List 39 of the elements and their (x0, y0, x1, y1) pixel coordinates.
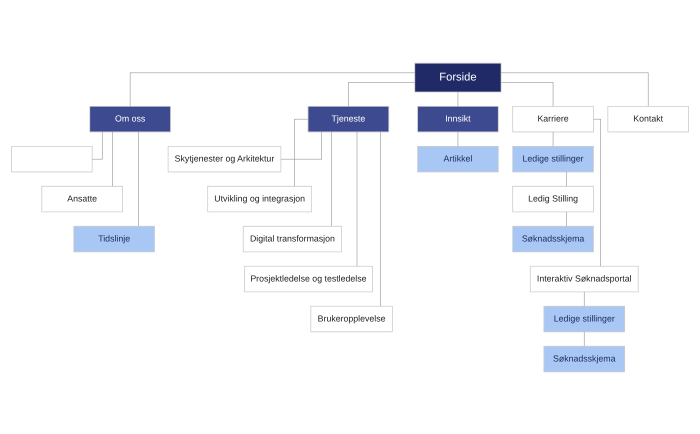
connector (92, 131, 103, 159)
node-box: Tidslinje (73, 225, 155, 252)
connector (280, 131, 322, 159)
connector (130, 72, 416, 106)
connector (593, 118, 601, 266)
connector (138, 131, 139, 226)
connector (566, 211, 567, 226)
node-box: Innsikt (417, 105, 499, 132)
connector (552, 131, 554, 146)
connector (331, 131, 332, 226)
connector (112, 131, 113, 186)
connector (356, 131, 358, 266)
node-box: Karriere (512, 105, 594, 132)
node-box: Interaktiv Søknadsportal (530, 265, 639, 292)
connector (348, 82, 415, 106)
connector (584, 331, 585, 346)
connector (294, 118, 308, 186)
node-box: Forside (414, 62, 502, 92)
node-box (11, 145, 93, 172)
node-box: Prosjektledelse og testledelse (244, 265, 373, 292)
connector (584, 291, 585, 306)
node-box: Kontakt (607, 105, 689, 132)
node-box: Ledige stillinger (543, 305, 626, 332)
node-box: Om oss (89, 105, 171, 132)
connector (566, 171, 567, 186)
node-box: Søknadsskjema (512, 225, 594, 252)
connector (380, 131, 381, 306)
node-box: Skytjenester og Arkitektur (168, 145, 282, 172)
node-box: Ansatte (41, 185, 123, 212)
node-box: Brukeropplevelse (310, 305, 393, 332)
node-box: Ledige stillinger (512, 145, 594, 172)
connector (500, 72, 649, 106)
connector (501, 82, 554, 106)
node-box: Tjeneste (308, 105, 390, 132)
node-box: Utvikling og integrasjon (207, 185, 312, 212)
node-box: Digital transformasjon (242, 225, 342, 252)
node-box: Artikkel (417, 145, 499, 172)
node-box: Ledig Stilling (512, 185, 594, 212)
node-box: Søknadsskjema (543, 345, 626, 372)
